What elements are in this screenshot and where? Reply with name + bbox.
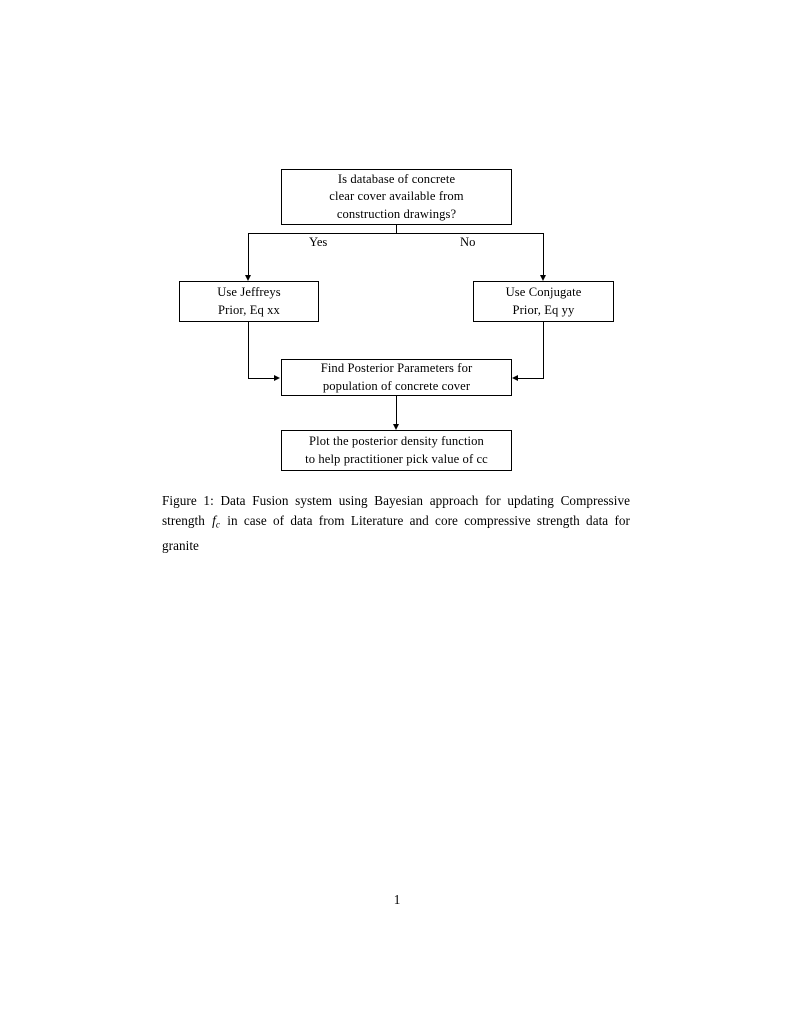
flow-node-plot-line-1: Plot the posterior density function — [309, 434, 484, 448]
connector-decision-stub — [396, 225, 397, 234]
flow-node-decision-line-3: construction drawings? — [336, 206, 457, 221]
arrowhead-into-posterior-left — [274, 375, 280, 382]
flow-node-find-posterior-parameters[interactable]: Find Posterior Parameters for population… — [281, 359, 512, 396]
flow-node-plot-line-2: to help practitioner pick value of cc — [305, 451, 488, 466]
flow-node-posterior-line-2: population of concrete cover — [322, 378, 471, 393]
figure-caption-math-fc: fc — [211, 512, 221, 531]
math-base-f: f — [212, 512, 216, 528]
connector-no-drop — [543, 233, 544, 275]
flowchart-figure: Is database of concrete clear cover avai… — [0, 0, 794, 490]
figure-caption-text-before: Data Fusion system using Bayesian approa… — [162, 493, 631, 528]
flow-node-decision-line-1: Is database of concrete — [337, 171, 456, 186]
flow-node-plot-posterior-density[interactable]: Plot the posterior density function to h… — [281, 430, 512, 471]
arrowhead-into-conjugate — [539, 275, 546, 281]
flow-node-decision[interactable]: Is database of concrete clear cover avai… — [281, 169, 512, 225]
flow-node-posterior-line-1: Find Posterior Parameters for — [320, 361, 473, 375]
figure-caption-text-after: in case of data from Literature and core… — [162, 512, 630, 553]
branch-label-no: No — [457, 234, 479, 250]
math-subscript-c: c — [215, 520, 220, 531]
arrowhead-into-posterior-right — [512, 375, 518, 382]
connector-jeffreys-down — [248, 322, 249, 379]
connector-yes-drop — [248, 233, 249, 275]
connector-posterior-to-plot — [396, 396, 397, 424]
connector-jeffreys-to-posterior — [248, 378, 275, 379]
figure-caption-label: Figure 1: — [162, 493, 214, 508]
page-number: 1 — [393, 892, 401, 907]
flow-node-conjugate-line-2: Prior, Eq yy — [512, 302, 575, 317]
connector-conjugate-down — [543, 322, 544, 379]
figure-caption: Figure 1: Data Fusion system using Bayes… — [162, 491, 630, 555]
arrowhead-into-jeffreys — [244, 275, 251, 281]
flow-node-decision-line-2: clear cover available from — [329, 189, 464, 204]
connector-conjugate-to-posterior — [517, 378, 544, 379]
flow-node-conjugate-prior[interactable]: Use Conjugate Prior, Eq yy — [473, 281, 614, 322]
flow-node-jeffreys-line-2: Prior, Eq xx — [218, 302, 280, 317]
branch-label-yes: Yes — [306, 234, 331, 250]
arrowhead-into-plot — [392, 424, 399, 430]
connector-branch-bus — [248, 233, 544, 234]
flow-node-jeffreys-prior[interactable]: Use Jeffreys Prior, Eq xx — [179, 281, 319, 322]
flow-node-jeffreys-line-1: Use Jeffreys — [217, 285, 281, 299]
flow-node-conjugate-line-1: Use Conjugate — [505, 285, 582, 299]
